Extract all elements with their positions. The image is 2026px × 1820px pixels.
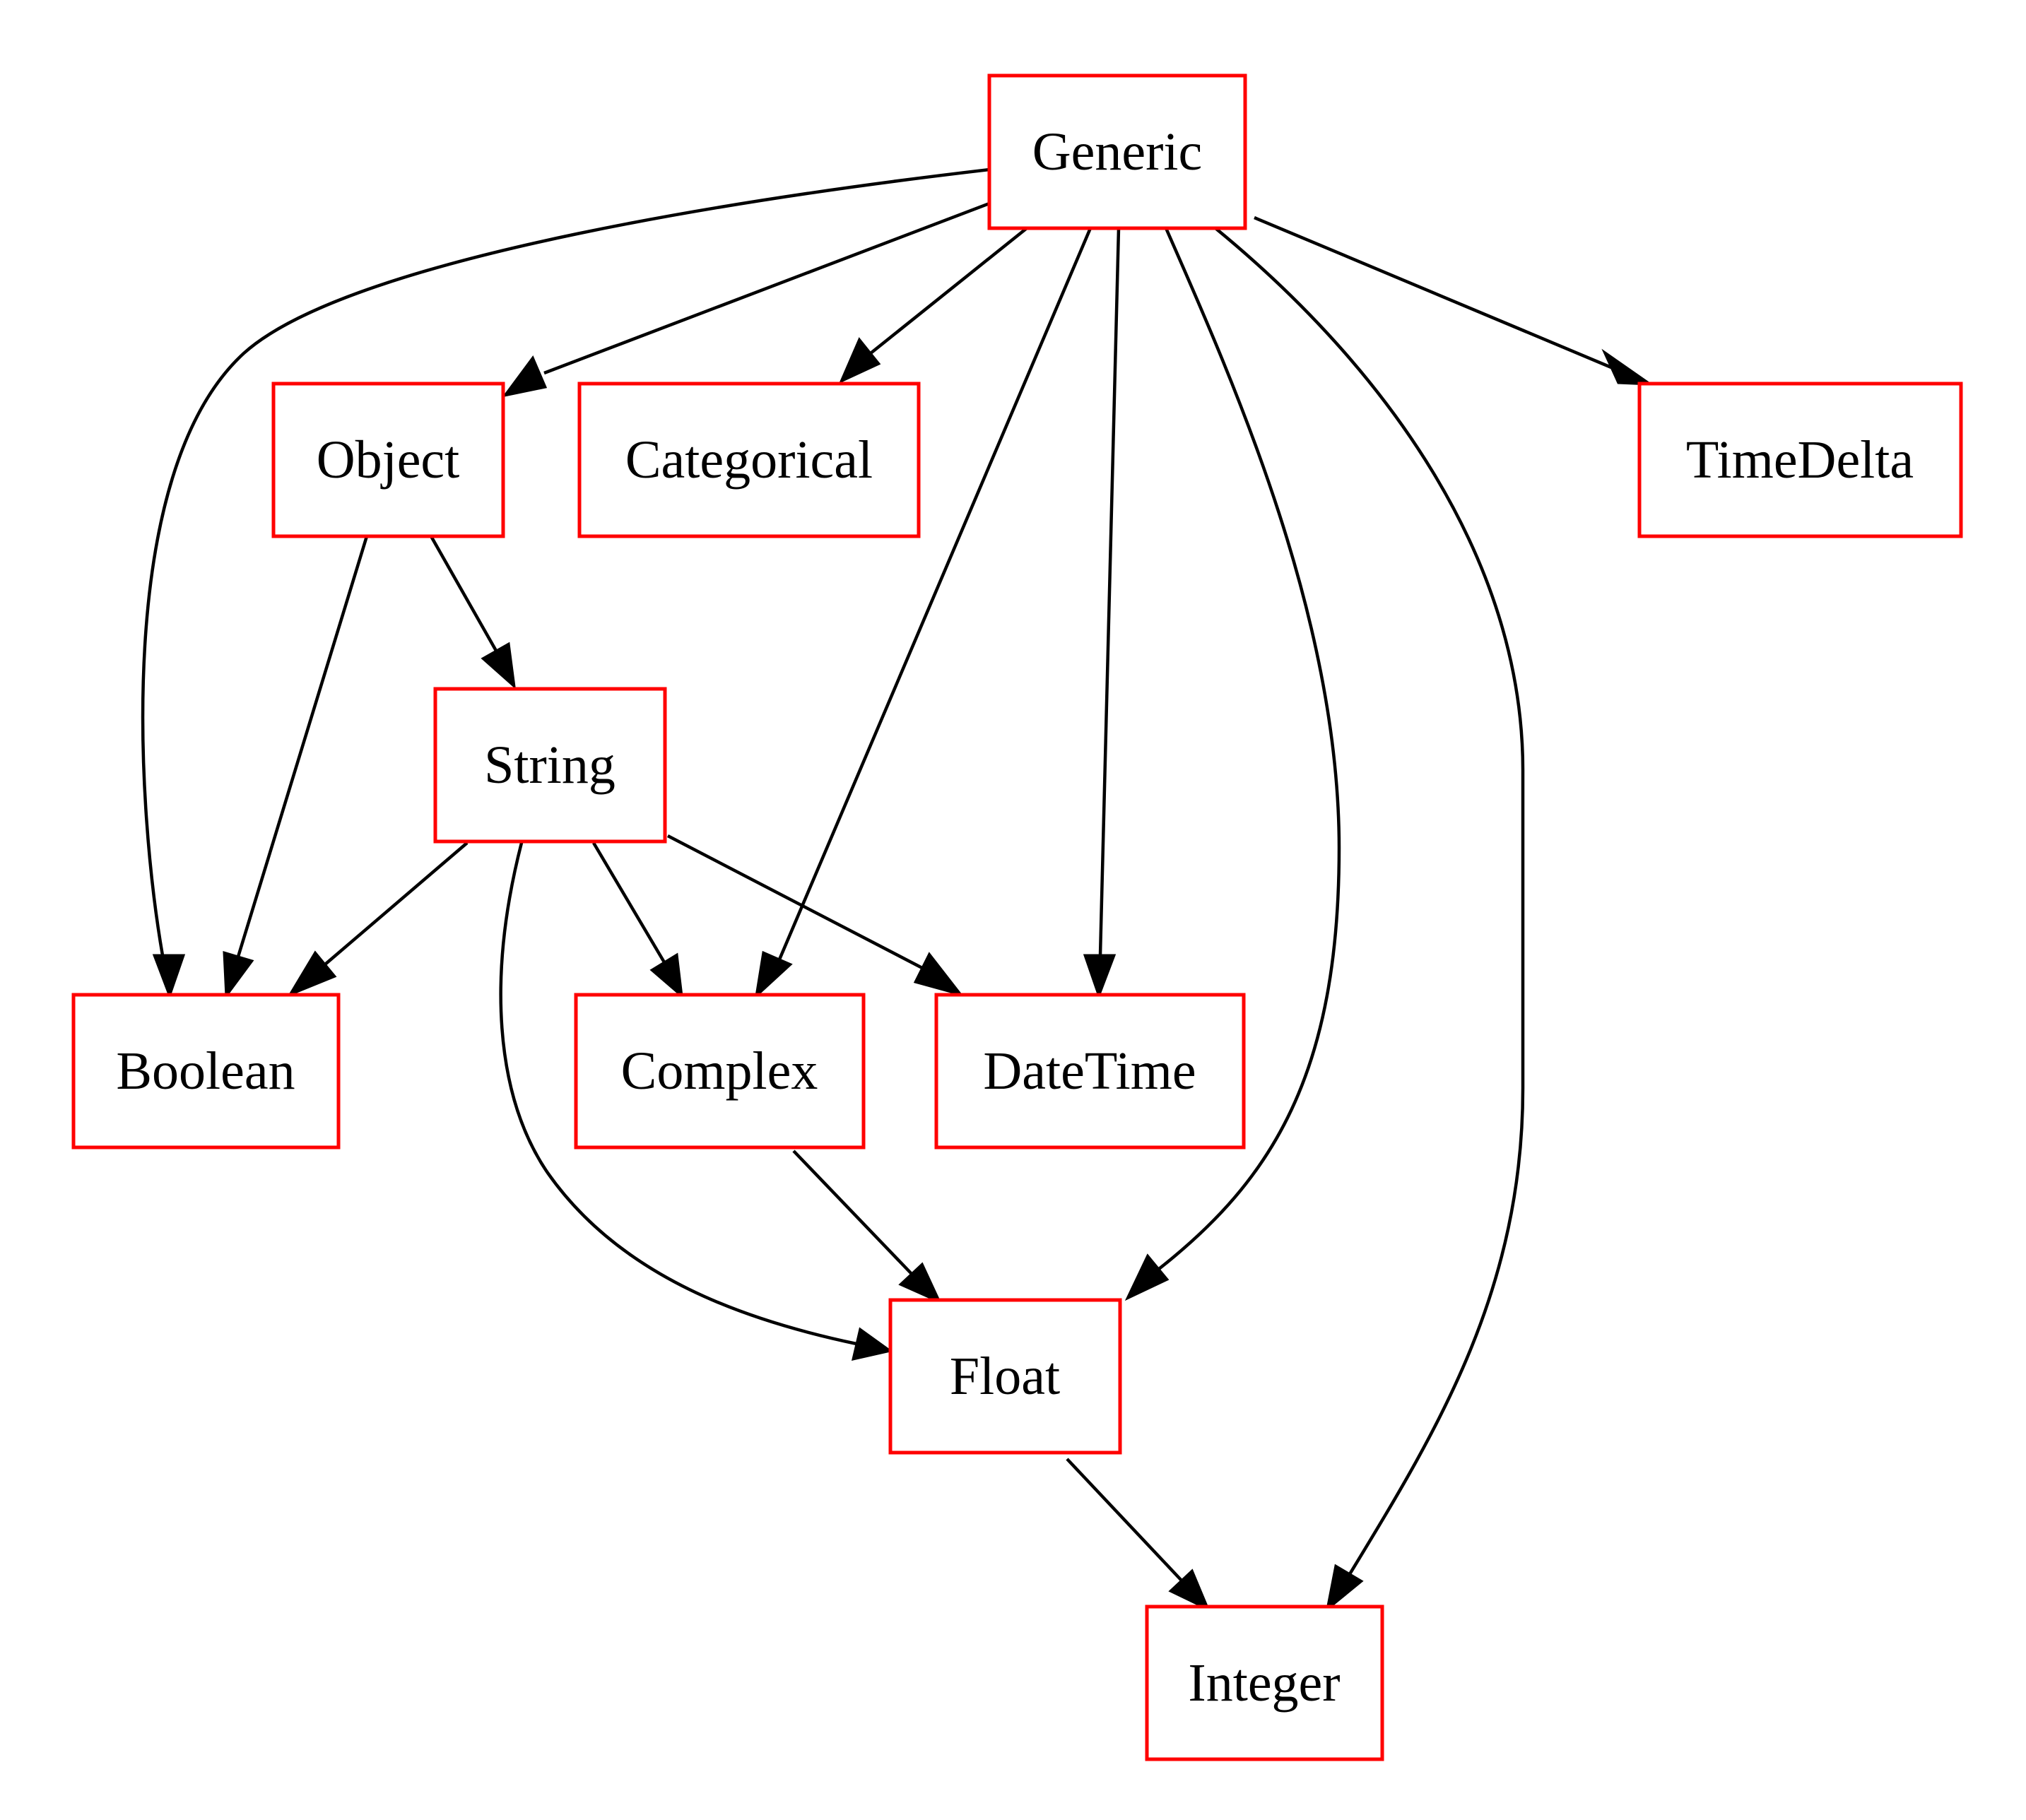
node-float[interactable]: Float [888,1298,1122,1455]
node-float-label: Float [950,1347,1060,1406]
nodes: Generic Object Categorical TimeDelta Str… [71,73,1963,1761]
edge-generic-to-datetime [1083,228,1121,1000]
edge-string-to-boolean [287,841,469,998]
edge-generic-to-categorical [839,227,1028,384]
node-categorical-label: Categorical [625,430,873,490]
edge-string-to-float [499,842,893,1361]
edge-generic-to-timedelta [1254,215,1655,386]
node-generic-label: Generic [1032,122,1203,182]
node-datetime[interactable]: DateTime [934,993,1246,1150]
node-boolean[interactable]: Boolean [71,993,341,1150]
node-complex-label: Complex [621,1041,818,1101]
node-integer-label: Integer [1188,1653,1340,1713]
edge-string-to-complex [592,841,683,999]
edge-object-to-boolean [223,536,369,1000]
edge-string-to-datetime [666,834,964,997]
edge-generic-to-float [1124,228,1341,1301]
node-timedelta-label: TimeDelta [1686,430,1914,490]
edge-generic-to-boolean [141,167,990,1000]
edge-float-to-integer [1066,1458,1211,1612]
edge-object-to-string [430,535,517,690]
node-datetime-label: DateTime [983,1041,1196,1101]
edges [141,167,1655,1612]
edge-generic-to-object [502,201,990,398]
node-timedelta[interactable]: TimeDelta [1637,382,1963,538]
node-generic[interactable]: Generic [987,73,1247,230]
edge-generic-to-complex [754,228,1092,1000]
node-string[interactable]: String [433,687,667,844]
node-integer[interactable]: Integer [1145,1605,1384,1761]
node-complex[interactable]: Complex [574,993,866,1150]
edge-generic-to-integer [1214,227,1525,1612]
node-string-label: String [484,735,616,795]
node-object[interactable]: Object [271,382,505,538]
node-boolean-label: Boolean [116,1041,295,1101]
node-object-label: Object [317,430,460,490]
node-categorical[interactable]: Categorical [577,382,921,538]
edge-complex-to-float [792,1150,943,1305]
